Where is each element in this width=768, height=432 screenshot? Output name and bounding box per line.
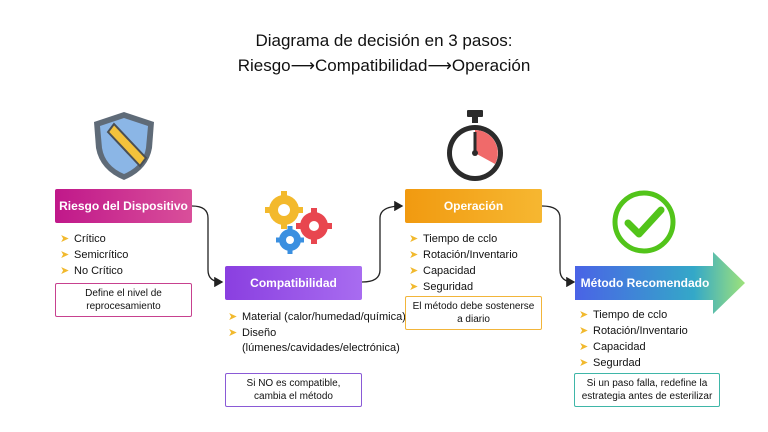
list-item: ➤Segurdad (579, 357, 641, 369)
list-item: ➤Rotación/Inventario (409, 249, 518, 261)
connector-2-3 (361, 200, 404, 283)
chevron-right-icon: ➤ (409, 281, 419, 293)
list-item: ➤Capacidad (579, 341, 646, 353)
step-operation-bullets: ➤Tiempo de cclo ➤Rotación/Inventario ➤Ca… (409, 232, 549, 296)
list-item: ➤Material (calor/humedad/química) (228, 311, 406, 323)
step-result-bullets: ➤Tiempo de cclo ➤Rotación/Inventario ➤Ca… (579, 308, 729, 372)
chevron-right-icon: ➤ (579, 325, 589, 337)
list-item: ➤Tiempo de cclo (409, 233, 498, 245)
chevron-right-icon: ➤ (60, 233, 70, 245)
chevron-right-icon: ➤ (579, 341, 589, 353)
list-item: ➤Semicrítico (60, 249, 129, 261)
chevron-right-icon: ➤ (409, 265, 419, 277)
list-item: ➤Rotación/Inventario (579, 325, 688, 337)
list-item: ➤Crítico (60, 233, 106, 245)
chevron-right-icon: ➤ (409, 249, 419, 261)
step-risk-bullets: ➤Crítico ➤Semicrítico ➤No Crítico (60, 232, 200, 280)
step-result-note: Si un paso falla, redefine la estrategia… (574, 373, 720, 407)
arrow-icon: ⟶ (290, 56, 316, 75)
step-operation-header: Operación (405, 189, 542, 223)
gears-icon (265, 191, 332, 254)
step-compat-note: Si NO es compatible, cambia el método (225, 373, 362, 407)
list-item: ➤No Crítico (60, 265, 123, 277)
arrow-icon: ⟶ (427, 56, 452, 75)
connector-3-4 (541, 205, 576, 288)
chevron-right-icon: ➤ (409, 233, 419, 245)
chevron-right-icon: ➤ (579, 309, 589, 321)
chevron-right-icon: ➤ (60, 265, 70, 277)
stopwatch-icon (447, 110, 503, 181)
step-compat-bullets: ➤Material (calor/humedad/química) ➤Diseñ… (228, 310, 408, 357)
step-risk-header: Riesgo del Dispositivo (55, 189, 192, 223)
list-item: ➤Tiempo de cclo (579, 309, 668, 321)
step-risk-note: Define el nivel de reprocesamiento (55, 283, 192, 317)
step-operation-note: El método debe sostenerse a diario (405, 296, 542, 330)
connector-1-2 (191, 205, 224, 288)
list-item: ➤Diseño (lúmenes/cavidades/electrónica) (228, 327, 400, 354)
chevron-right-icon: ➤ (60, 249, 70, 261)
chevron-right-icon: ➤ (579, 357, 589, 369)
checkmark-icon (612, 190, 676, 254)
subtitle-part-operation: Operación (451, 56, 531, 75)
shield-icon (94, 112, 154, 180)
diagram-title: Diagrama de decisión en 3 pasos: (255, 31, 513, 50)
step-result-arrow-shape (575, 252, 745, 314)
step-result-header: Método Recomendado (580, 276, 710, 290)
step-compat-header: Compatibilidad (225, 266, 362, 300)
list-item: ➤Seguridad (409, 281, 474, 293)
chevron-right-icon: ➤ (228, 327, 238, 339)
subtitle-part-compat: Compatibilidad (315, 56, 428, 75)
list-item: ➤Capacidad (409, 265, 476, 277)
subtitle-part-risk: Riesgo (237, 56, 291, 75)
chevron-right-icon: ➤ (228, 311, 238, 323)
diagram-subtitle: Riesgo⟶Compatibilidad⟶Operación (0, 56, 768, 76)
